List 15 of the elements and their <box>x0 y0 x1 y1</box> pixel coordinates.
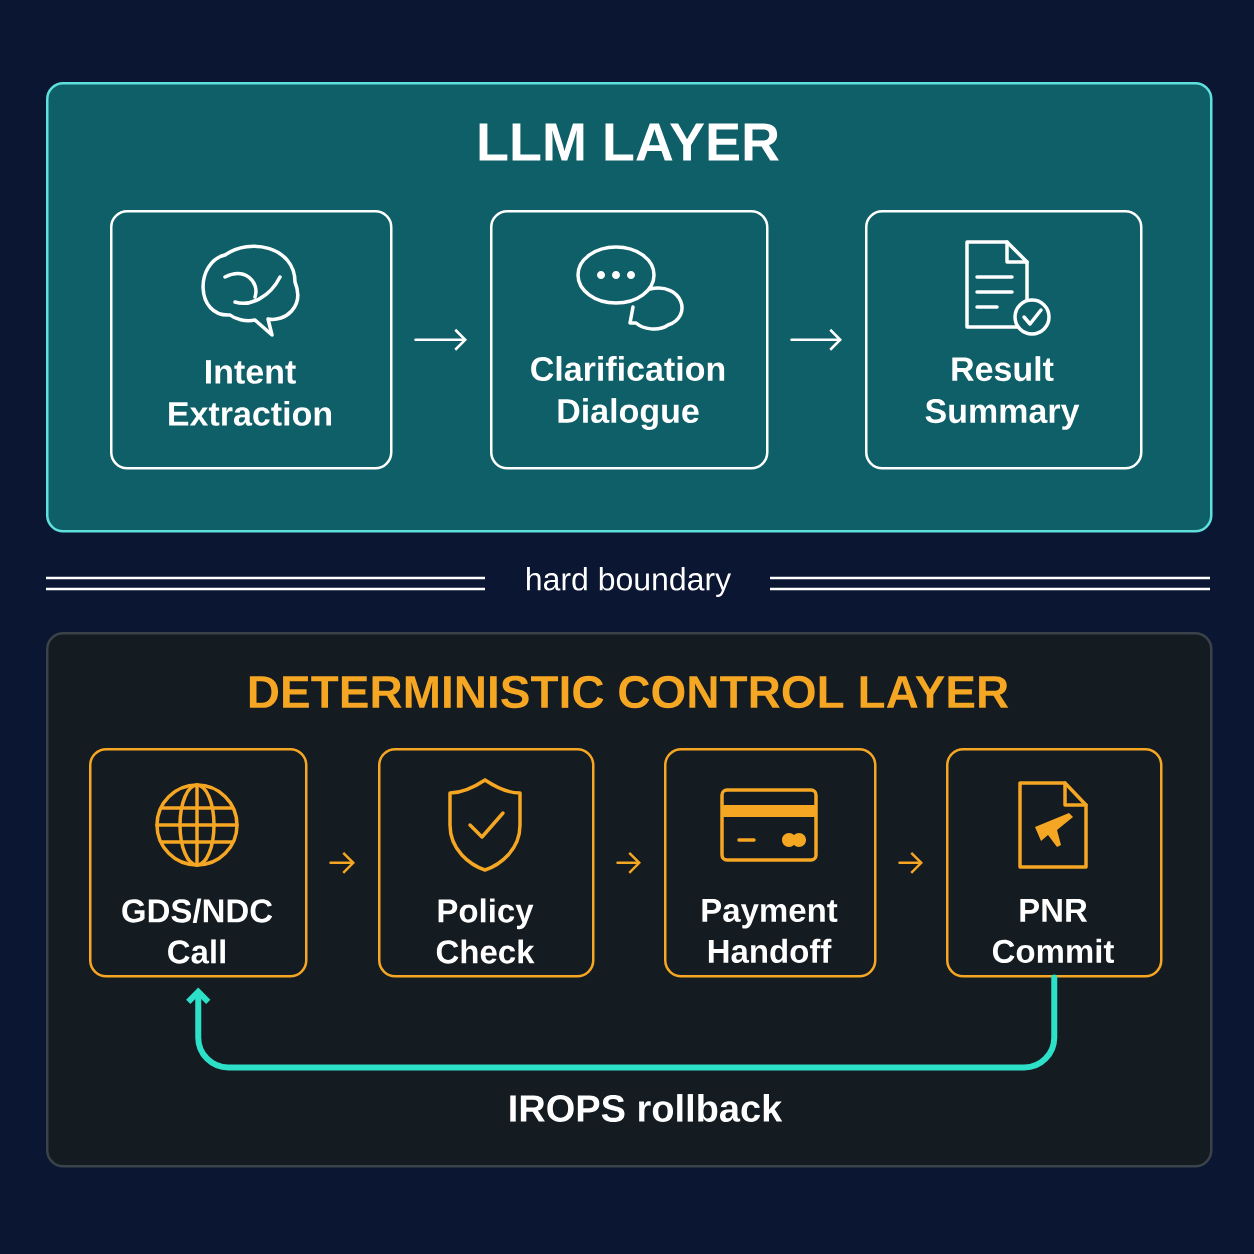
arrow <box>898 851 923 874</box>
arrow <box>186 974 1058 1071</box>
process-box: Clarification Dialogue <box>490 210 769 470</box>
arrow <box>329 851 355 874</box>
arrow <box>790 328 842 351</box>
process-box: Policy Check <box>378 748 595 978</box>
process-box: Result Summary <box>865 210 1143 470</box>
process-box: PNR Commit <box>946 748 1163 978</box>
edge-label: IROPS rollback <box>504 1090 786 1126</box>
arrow <box>414 328 467 351</box>
process-box: Intent Extraction <box>110 210 393 470</box>
boundary-label: hard boundary <box>527 567 732 597</box>
process-box: Payment Handoff <box>664 748 877 978</box>
process-box: GDS/NDC Call <box>89 748 308 978</box>
arrow <box>616 851 641 874</box>
